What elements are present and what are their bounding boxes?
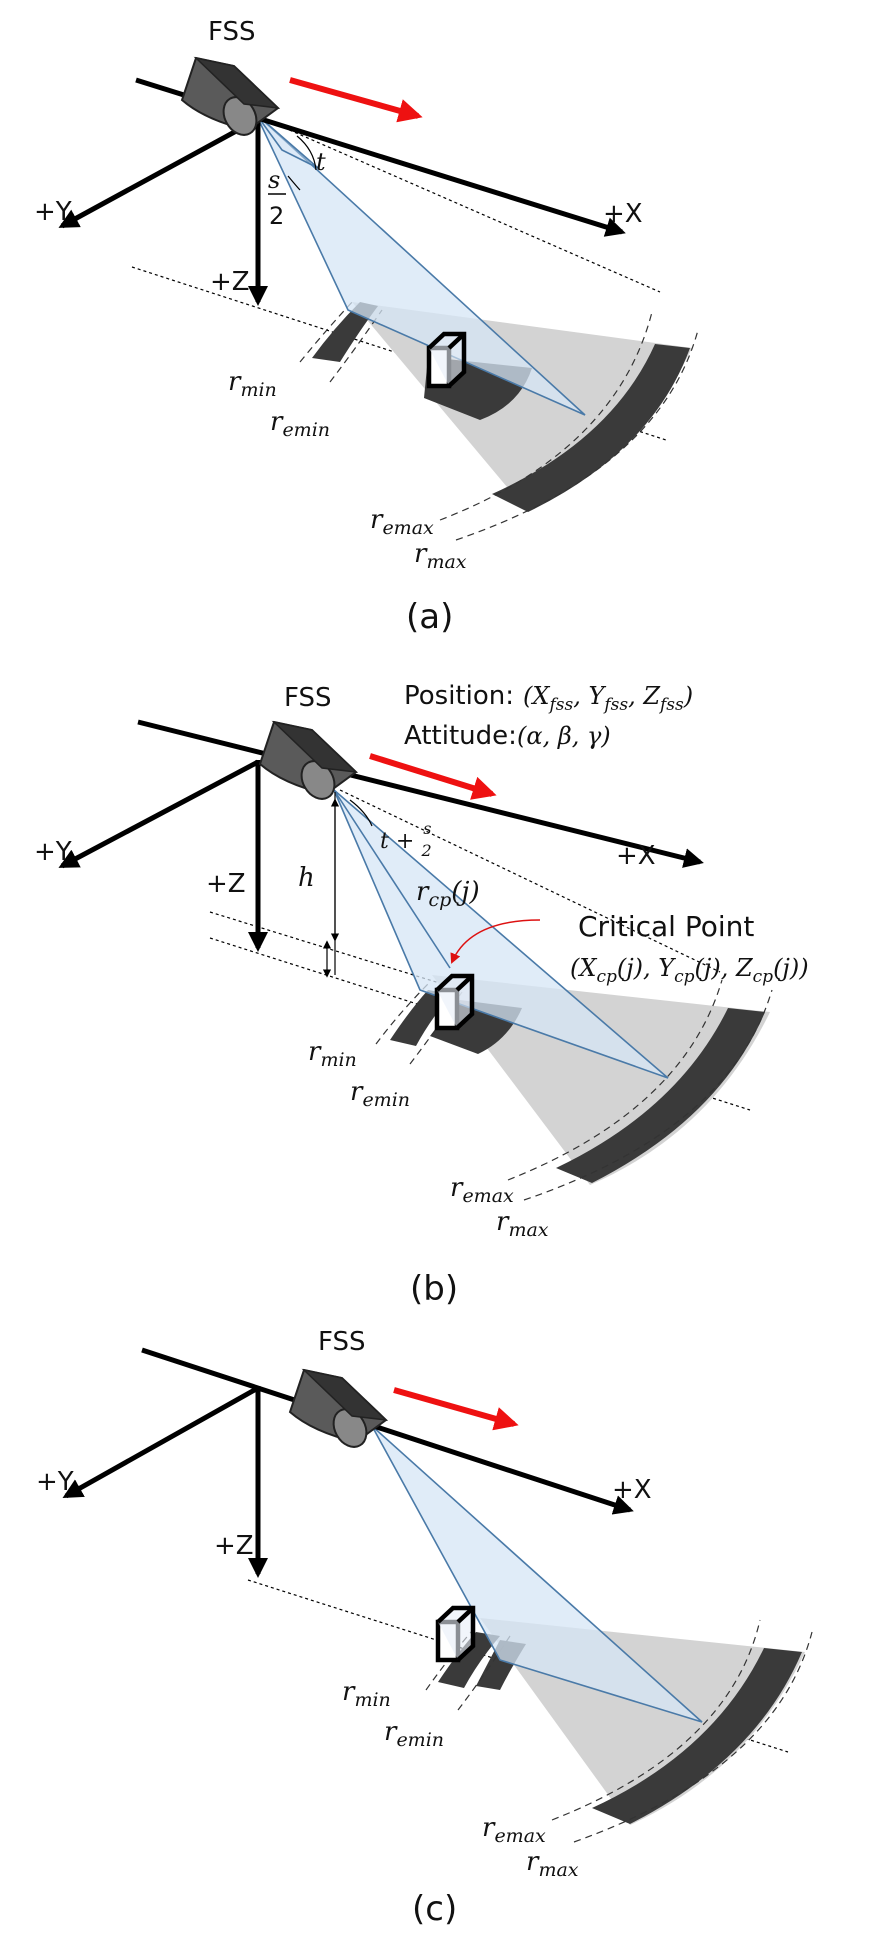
z-axis-label: +Z xyxy=(210,267,250,297)
z-axis-label: +Z xyxy=(206,869,246,899)
critical-point-label: Critical Point xyxy=(578,910,754,943)
rmin-label: rmin xyxy=(308,1037,357,1071)
angle-t-label: t xyxy=(316,148,326,176)
beam-fov xyxy=(333,789,669,1079)
scan-area xyxy=(432,975,770,1185)
y-axis xyxy=(58,114,264,229)
remax-arc xyxy=(551,1619,761,1821)
sensor-label: FSS xyxy=(208,17,256,47)
rmax-arc xyxy=(573,1631,813,1843)
fss-sensor xyxy=(180,56,281,136)
motion-arrow xyxy=(369,753,497,800)
dead-zone-near xyxy=(438,1632,500,1688)
panel-b: FSS Position: Attitude: (Xfss, Yfss, Zfs… xyxy=(34,681,809,1309)
sensor-label: FSS xyxy=(284,683,332,713)
rcp-label: rcp(j) xyxy=(416,877,480,911)
remax-label: remax xyxy=(482,1813,546,1847)
motion-arrow xyxy=(393,1387,519,1431)
sensor-label: FSS xyxy=(318,1327,366,1357)
rmax-label: rmax xyxy=(526,1847,579,1881)
fss-sensor xyxy=(258,720,359,800)
position-value: (Xfss, Yfss, Zfss) xyxy=(523,682,693,715)
height-label: h xyxy=(298,863,315,893)
rmax-label: rmax xyxy=(496,1207,549,1241)
dead-zone-far xyxy=(492,344,690,512)
panel-a: FSS +X +Y +Z t s 2 rmin remin remax rmax… xyxy=(34,17,699,637)
target-box xyxy=(426,331,467,389)
angle-s-denominator: 2 xyxy=(269,202,284,230)
motion-arrow xyxy=(289,77,423,123)
panel-c: FSS +X +Y +Z rmin remin remax rmax (c) xyxy=(36,1327,813,1929)
fss-sensor xyxy=(288,1368,389,1448)
range-line-cp xyxy=(333,789,451,969)
critical-point-value: (Xcp(j), Ycp(j), Zcp(j)) xyxy=(570,954,809,987)
x-axis-label: +X xyxy=(612,1475,652,1505)
panel-caption: (b) xyxy=(410,1269,458,1309)
remin-label: remin xyxy=(350,1077,410,1111)
y-axis-label: +Y xyxy=(34,197,72,227)
beam-fov xyxy=(255,113,586,416)
attitude-label: Attitude: xyxy=(404,721,517,751)
remax-label: remax xyxy=(370,505,434,539)
panel-caption: (a) xyxy=(406,597,453,637)
target-box xyxy=(434,973,475,1031)
remin-label: remin xyxy=(270,407,330,441)
angle-t-arc xyxy=(296,135,317,171)
y-axis-label: +Y xyxy=(34,837,72,867)
dead-zone-near xyxy=(312,302,378,362)
rmin-label: rmin xyxy=(228,367,277,401)
remax-label: remax xyxy=(450,1173,514,1207)
y-axis-label: +Y xyxy=(36,1467,74,1497)
x-axis-label: +X xyxy=(603,199,643,229)
rmax-arc xyxy=(523,989,773,1201)
critical-point-pointer xyxy=(450,919,541,964)
dead-zone-far xyxy=(592,1648,802,1824)
x-axis xyxy=(141,1347,634,1515)
target-box xyxy=(435,1605,476,1663)
rmin-label: rmin xyxy=(342,1677,391,1711)
z-axis-label: +Z xyxy=(214,1531,254,1561)
reference-line xyxy=(339,789,721,973)
rmax-arc xyxy=(455,329,699,541)
remin-label: remin xyxy=(384,1717,444,1751)
dead-zone-far xyxy=(556,1008,765,1183)
angle-arc xyxy=(349,799,373,827)
reference-line xyxy=(261,117,661,293)
rmax-label: rmax xyxy=(414,539,467,573)
angle-s-numerator: s xyxy=(268,166,280,194)
attitude-value: (α, β, γ) xyxy=(517,722,611,750)
x-axis-label: +X xyxy=(616,841,656,871)
x-axis xyxy=(137,719,704,868)
beam-fov xyxy=(371,1425,703,1723)
remax-arc xyxy=(507,979,723,1181)
position-label: Position: xyxy=(404,681,514,711)
y-axis xyxy=(58,759,260,869)
y-axis xyxy=(62,1385,260,1499)
panel-caption: (c) xyxy=(412,1889,457,1929)
beam-apex xyxy=(255,113,319,169)
angle-s-arc xyxy=(287,175,301,191)
